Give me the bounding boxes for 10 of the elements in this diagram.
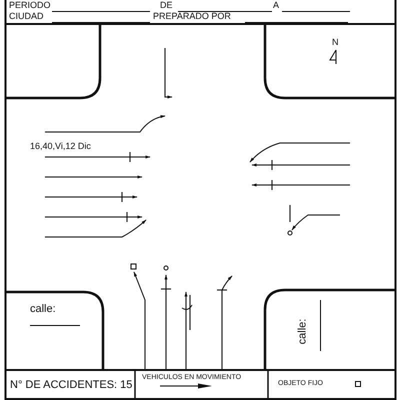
field-label: PERIODO [9,1,51,10]
street-label: calle: [297,318,308,344]
field-label: PREPARADO POR [153,12,231,21]
field-label: DE [160,1,173,10]
north-label: N [332,38,338,47]
accident-note: 16,40,Vi,12 Dic [30,142,91,151]
accident-count: N° DE ACCIDENTES: 15 [10,380,132,391]
field-label: CIUDAD [9,12,44,21]
street-label: calle: [30,304,56,315]
field-label: A [273,1,280,10]
